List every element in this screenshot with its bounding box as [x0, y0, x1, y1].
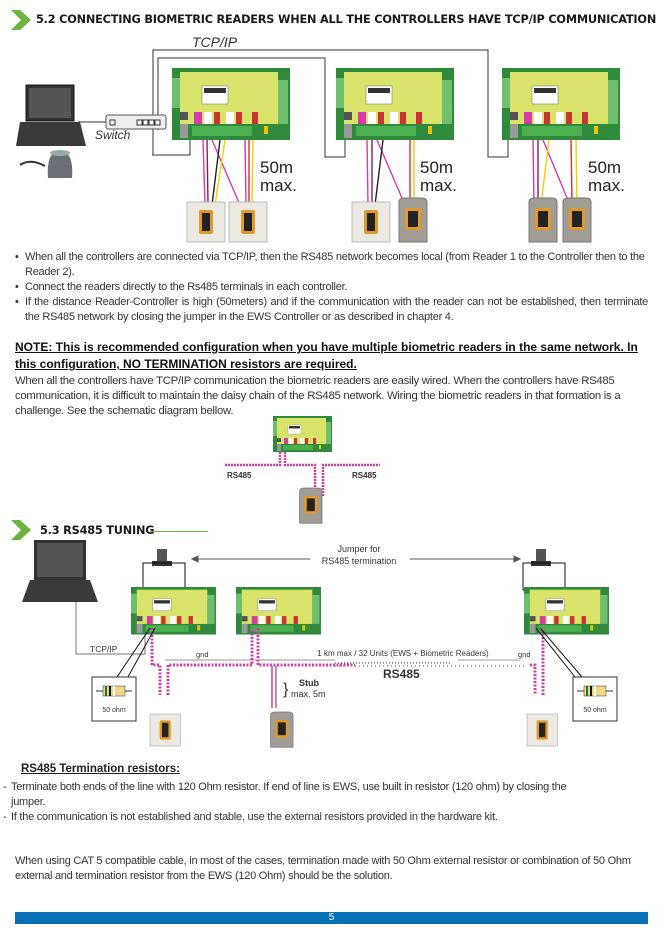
biometric-reader-icon	[526, 713, 558, 747]
svg-text:max.: max.	[260, 176, 297, 195]
tcpip-label: TCP/IP	[192, 34, 238, 50]
section-title-5-3: 5.3 RS485 TUNING	[40, 524, 155, 537]
gnd-label: gnd	[518, 650, 531, 659]
reader-wires	[202, 139, 578, 206]
tcpip-wiring-diagram: TCP/IP Switch 50m max. 50m max. 50m max.	[16, 34, 625, 243]
biometric-reader-icon	[228, 201, 268, 243]
controller-board-1	[130, 586, 217, 635]
jumper-label: Jumper for	[337, 544, 380, 554]
termination-list: Terminate both ends of the line with 120…	[3, 780, 603, 825]
biometric-reader-icon	[270, 711, 294, 748]
termination-heading: RS485 Termination resistors:	[21, 763, 180, 775]
laptop-icon	[22, 540, 98, 602]
note-paragraph: When all the controllers have TCP/IP com…	[15, 375, 621, 417]
svg-text:50 ohm: 50 ohm	[583, 707, 607, 714]
rs485-daisy-chain-diagram: RS485 RS485	[225, 416, 380, 524]
network-switch-icon	[105, 114, 167, 130]
resistor-callout-lines	[116, 627, 583, 678]
bullet-list: When all the controllers are connected v…	[15, 250, 648, 325]
page-number: 5	[328, 912, 335, 923]
biometric-reader-icon	[562, 197, 592, 243]
page-footer-bar: 5	[15, 912, 648, 924]
controller-board-1	[171, 67, 291, 141]
tcpip-cable	[157, 57, 346, 158]
stub-label: Stub	[299, 678, 319, 688]
termination-paragraph: When using CAT 5 compatible cable, in mo…	[15, 855, 631, 882]
bullet-item: If the distance Reader-Controller is hig…	[15, 295, 648, 325]
controller-board-3	[523, 586, 610, 635]
resistor-box-right: 50 ohm	[572, 676, 618, 722]
jumper-icon	[142, 549, 186, 591]
svg-text:50m: 50m	[420, 158, 453, 177]
tcpip-cable	[152, 49, 509, 158]
tcpip-label: TCP/IP	[90, 644, 118, 654]
rs485-twisted-wire	[150, 628, 545, 695]
distance-label: 1 km max / 32 Units (EWS + Biometric Rea…	[317, 649, 489, 658]
distance-label: 50m max. 50m max. 50m max.	[260, 158, 625, 195]
section-chevron-icon	[11, 10, 31, 30]
svg-text:50 ohm: 50 ohm	[102, 707, 126, 714]
svg-text:max.: max.	[420, 176, 457, 195]
jumper-icon	[522, 549, 566, 591]
laptop-icon	[16, 84, 86, 146]
rs485-tuning-diagram: TCP/IP Jumper for RS485 termination gnd …	[22, 540, 618, 748]
switch-label: Switch	[95, 128, 131, 142]
gnd-label: gnd	[196, 650, 209, 659]
brace: }	[283, 681, 289, 698]
usb-fingerprint-scanner-icon	[19, 150, 73, 178]
svg-text:50m: 50m	[588, 158, 621, 177]
rs485-label: RS485	[352, 471, 377, 480]
rs485-wire	[225, 452, 380, 496]
tcpip-cable	[75, 602, 146, 655]
bullet-item: When all the controllers are connected v…	[15, 250, 648, 280]
resistor-box-left: 50 ohm	[91, 676, 137, 722]
svg-text:max.: max.	[588, 176, 625, 195]
controller-board-3	[501, 67, 621, 141]
title-rule	[150, 531, 208, 532]
note-heading: NOTE: This is recommended configuration …	[15, 340, 638, 371]
svg-text:50m: 50m	[260, 158, 293, 177]
biometric-reader-icon	[528, 197, 558, 243]
biometric-reader-icon	[299, 487, 323, 524]
bullet-item: Connect the readers directly to the Rs48…	[15, 280, 648, 295]
termination-item: Terminate both ends of the line with 120…	[3, 780, 603, 810]
section-chevron-icon	[11, 520, 31, 540]
biometric-reader-icon	[149, 713, 181, 747]
biometric-reader-icon	[186, 201, 226, 243]
biometric-reader-icon	[398, 197, 428, 243]
controller-board-2	[335, 67, 455, 141]
jumper-label: RS485 termination	[322, 556, 397, 566]
termination-item: If the communication is not established …	[3, 810, 603, 825]
rs485-label: RS485	[227, 471, 252, 480]
rs485-label: RS485	[383, 667, 420, 681]
stub-max-label: max. 5m	[291, 689, 326, 699]
jumper-arrow	[190, 555, 522, 563]
section-title-5-2: 5.2 CONNECTING BIOMETRIC READERS WHEN AL…	[36, 13, 657, 26]
controller-board-2	[235, 586, 322, 635]
biometric-reader-icon	[351, 201, 391, 243]
